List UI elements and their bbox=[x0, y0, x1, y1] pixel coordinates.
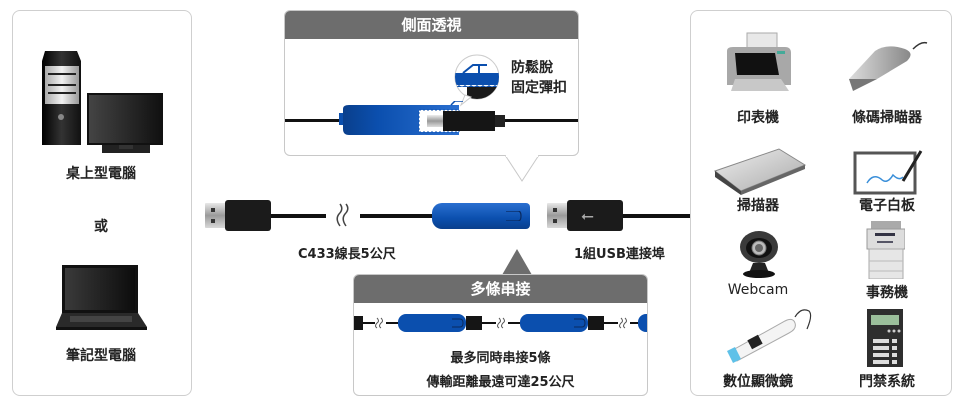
device-label-microscope: 數位顯微鏡 bbox=[723, 374, 793, 390]
device-label-webcam: Webcam bbox=[727, 282, 789, 298]
laptop-label: 筆記型電腦 bbox=[66, 348, 136, 364]
webcam-icon bbox=[737, 227, 781, 279]
or-label: 或 bbox=[94, 219, 108, 235]
barcode-scanner-icon bbox=[847, 39, 929, 95]
clip-magnifier-icon bbox=[453, 53, 500, 107]
usb-a-plug-body bbox=[225, 200, 271, 231]
desktop-computer-icon bbox=[41, 51, 173, 155]
active-extension-connector bbox=[432, 203, 530, 229]
electronic-whiteboard-icon bbox=[853, 147, 923, 197]
clip-annotation-line2: 固定彈扣 bbox=[511, 80, 567, 96]
usb-symbol-icon: ⭠ bbox=[581, 206, 594, 225]
laptop-icon bbox=[56, 265, 150, 331]
multifunction-printer-icon bbox=[865, 221, 906, 280]
daisy-chain-line2: 傳輸距離最遠可達25公尺 bbox=[426, 375, 575, 390]
usb-a-plug-metal bbox=[205, 203, 227, 228]
digital-microscope-icon bbox=[721, 307, 813, 363]
daisy-chain-pointer bbox=[502, 249, 532, 275]
device-label-flatbed-scanner: 掃描器 bbox=[737, 198, 779, 214]
usb-port-label: 1組USB連接埠 bbox=[574, 247, 665, 262]
daisy-chain-callout: 多條串接 最多同時串接5條 傳輸距離最遠可達25公尺 bbox=[353, 274, 648, 396]
side-view-connector-icon bbox=[339, 100, 509, 141]
daisy-chain-illustration bbox=[354, 311, 647, 337]
side-view-callout: 側面透視 防鬆脫 固定彈扣 bbox=[284, 10, 579, 182]
usb-port-body: ⭠ bbox=[567, 200, 623, 231]
daisy-chain-title: 多條串接 bbox=[354, 275, 647, 303]
main-cable-middle bbox=[360, 214, 440, 218]
desktop-label: 桌上型電腦 bbox=[66, 166, 136, 182]
daisy-chain-line1: 最多同時串接5條 bbox=[450, 351, 551, 366]
flatbed-scanner-icon bbox=[713, 147, 807, 197]
computer-panel: 桌上型電腦 或 筆記型電腦 bbox=[12, 10, 192, 396]
device-label-barcode-scanner: 條碼掃瞄器 bbox=[852, 110, 922, 126]
cable-length-label: C433線長5公尺 bbox=[298, 247, 396, 262]
side-view-title: 側面透視 bbox=[285, 11, 578, 39]
device-label-printer: 印表機 bbox=[737, 110, 779, 126]
usb-port-metal bbox=[547, 203, 569, 228]
access-control-icon bbox=[867, 309, 903, 367]
main-cable-right bbox=[620, 214, 690, 218]
side-view-pointer bbox=[505, 155, 539, 182]
cable-break-icon bbox=[334, 202, 354, 230]
device-label-multifunction: 事務機 bbox=[866, 285, 908, 301]
main-cable-left bbox=[270, 214, 326, 218]
printer-icon bbox=[723, 31, 797, 95]
device-label-access-control: 門禁系統 bbox=[859, 374, 915, 390]
clip-annotation-line1: 防鬆脫 bbox=[511, 60, 553, 76]
devices-panel: 印表機 條碼掃瞄器 掃描器 電子白板 bbox=[690, 10, 952, 396]
device-label-whiteboard: 電子白板 bbox=[859, 198, 915, 214]
